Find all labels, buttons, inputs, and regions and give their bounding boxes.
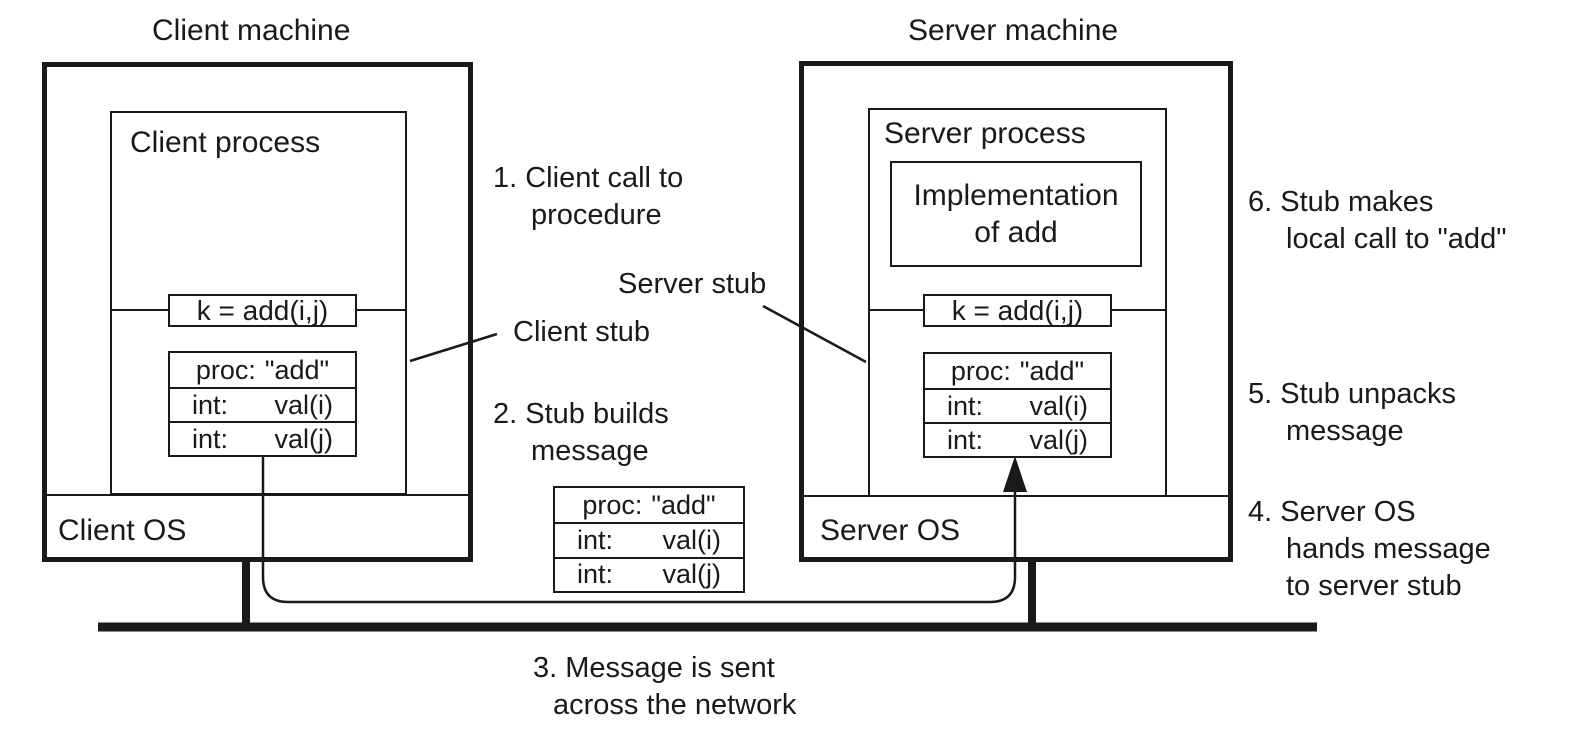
step-line: procedure <box>531 199 662 231</box>
field-key: int: <box>577 559 614 590</box>
client-call-connector-left <box>111 309 168 311</box>
message-row: int: val(j) <box>925 422 1110 456</box>
field-value: val(j) <box>662 559 722 590</box>
step-line: hands message <box>1286 533 1491 565</box>
field-key: proc: <box>195 354 256 385</box>
step-5-annotation: 5. Stub unpacks message <box>1248 376 1456 450</box>
client-stub-label: Client stub <box>513 316 651 348</box>
server-process-label: Server process <box>884 117 1086 150</box>
field-key: int: <box>947 390 984 421</box>
field-value: "add" <box>1019 355 1085 386</box>
implementation-label-line2: of add <box>974 216 1058 249</box>
step-line: 3. Message is sent <box>533 652 775 684</box>
client-call-box: k = add(i,j) <box>168 294 357 327</box>
field-value: val(i) <box>274 389 334 420</box>
server-os-label: Server OS <box>820 514 961 547</box>
implementation-label-line1: Implementation <box>913 179 1119 212</box>
field-key: proc: <box>950 355 1011 386</box>
field-key: int: <box>192 423 229 454</box>
message-row: proc: "add" <box>555 488 743 522</box>
step-4-annotation: 4. Server OS hands message to server stu… <box>1248 494 1491 605</box>
step-6-annotation: 6. Stub makes local call to "add" <box>1248 184 1507 258</box>
step-line: across the network <box>553 689 797 721</box>
step-2-annotation: 2. Stub builds message <box>493 396 669 470</box>
client-call-label: k = add(i,j) <box>196 294 329 326</box>
step-line: local call to "add" <box>1286 223 1507 255</box>
step-line: message <box>531 435 649 467</box>
server-os-divider <box>802 495 1230 497</box>
step-line: 6. Stub makes <box>1248 186 1434 218</box>
field-value: val(i) <box>1029 390 1089 421</box>
client-os-label: Client OS <box>58 514 187 547</box>
field-key: int: <box>192 389 229 420</box>
field-key: int: <box>577 524 614 555</box>
client-process-label: Client process <box>130 126 321 159</box>
server-call-connector-right <box>1112 309 1165 311</box>
message-row: int: val(i) <box>925 388 1110 422</box>
server-stub-message-box: proc: "add" int: val(i) int: val(j) <box>923 352 1112 458</box>
step-line: to server stub <box>1286 570 1462 602</box>
message-row: proc: "add" <box>170 353 355 387</box>
message-row: int: val(j) <box>555 556 743 591</box>
field-key: int: <box>947 424 984 455</box>
field-key: proc: <box>582 489 643 520</box>
step-3-annotation: 3. Message is sent across the network <box>533 650 796 724</box>
client-os-divider <box>45 494 470 496</box>
message-row: int: val(j) <box>170 421 355 455</box>
field-value: "add" <box>651 489 716 520</box>
client-call-connector-right <box>357 309 407 311</box>
field-value: val(j) <box>274 423 334 454</box>
client-stub-message-box: proc: "add" int: val(i) int: val(j) <box>168 351 357 457</box>
server-stub-label: Server stub <box>618 268 767 300</box>
step-line: message <box>1286 415 1404 447</box>
implementation-of-add-box: Implementation of add <box>890 161 1142 267</box>
field-value: val(j) <box>1029 424 1089 455</box>
field-value: val(i) <box>662 524 722 555</box>
step-line: 4. Server OS <box>1248 496 1416 528</box>
server-call-label: k = add(i,j) <box>951 294 1084 326</box>
field-value: "add" <box>264 354 330 385</box>
client-machine-title: Client machine <box>152 14 351 47</box>
server-call-box: k = add(i,j) <box>923 294 1112 327</box>
step-line: 1. Client call to <box>493 162 684 194</box>
message-row: proc: "add" <box>925 354 1110 388</box>
message-row: int: val(i) <box>555 522 743 556</box>
message-row: int: val(i) <box>170 387 355 421</box>
step-line: 2. Stub builds <box>493 398 669 430</box>
step-1-annotation: 1. Client call to procedure <box>493 160 683 234</box>
network-message-box: proc: "add" int: val(i) int: val(j) <box>553 486 745 593</box>
step-line: 5. Stub unpacks <box>1248 378 1456 410</box>
server-call-connector-left <box>869 309 923 311</box>
server-machine-title: Server machine <box>908 14 1119 47</box>
